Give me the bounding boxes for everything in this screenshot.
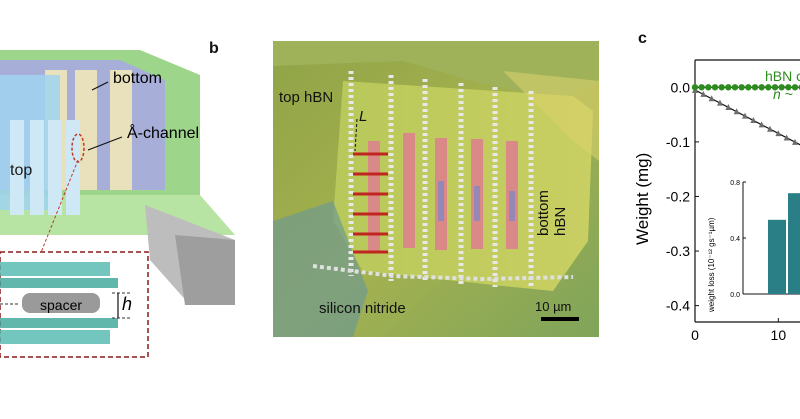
data-point-gray	[792, 138, 798, 145]
data-point-gray	[775, 130, 782, 137]
y-tick-label: -0.1	[666, 134, 690, 150]
inset-y-tick-label: 0.8	[730, 180, 740, 187]
silicon-nitride-label: silicon nitride	[319, 300, 406, 317]
fit-line-gray	[694, 89, 800, 146]
top-label: top	[10, 162, 33, 179]
L-label: L	[359, 108, 368, 125]
data-point-green	[705, 84, 712, 91]
y-tick-label: -0.2	[666, 188, 690, 204]
data-point-green	[711, 84, 719, 91]
bottom-label: bottom	[113, 70, 162, 87]
y-axis-label: Weight (mg)	[633, 152, 652, 245]
data-point-green	[725, 84, 732, 91]
x-tick-label: 10	[771, 327, 787, 343]
data-point-gray	[733, 108, 740, 115]
data-point-green	[738, 84, 745, 91]
inset-y-label: weight loss (10⁻¹² gs⁻¹µm)	[707, 217, 716, 312]
weight-chart: 0.0 -0.1 -0.2 -0.3 -0.40 10 0.0 0.4 0.8	[666, 59, 800, 343]
inset-y-tick-label: 0.0	[730, 292, 740, 299]
data-point-green	[745, 84, 752, 91]
data-point-gray	[742, 112, 748, 119]
panel-b-letter: b	[209, 40, 219, 57]
data-point-green	[758, 84, 765, 91]
data-point-green	[731, 84, 739, 91]
data-point-gray	[767, 125, 773, 132]
data-point-green	[778, 84, 785, 91]
y-tick-label: 0.0	[671, 79, 691, 95]
spacer-label: spacer	[40, 297, 83, 313]
top-hbn-label: top hBN	[279, 89, 334, 106]
inset-bar	[788, 193, 800, 294]
data-point-green	[698, 84, 705, 91]
data-point-gray	[750, 117, 757, 124]
channel-label: Å-channel	[127, 125, 200, 142]
y-tick-label: -0.4	[666, 298, 690, 314]
data-point-gray	[708, 95, 715, 102]
device-schematic-drawing	[0, 50, 235, 358]
data-point-gray	[758, 121, 765, 128]
inset-y-tick-label: 0.4	[730, 236, 740, 243]
data-point-green	[765, 84, 772, 91]
optical-micrograph	[273, 41, 599, 337]
data-point-green	[691, 84, 699, 91]
scale-bar-label: 10 µm	[535, 299, 572, 314]
inset-bar	[768, 219, 786, 294]
panel-a-device-schematic: bottom Å-channel top spacer h	[0, 0, 235, 419]
data-point-green	[791, 84, 799, 91]
legend-text: hBN c	[765, 68, 800, 84]
panel-b-micrograph: top hBN L bottom hBN silicon nitride 10 …	[273, 41, 599, 337]
data-point-green	[771, 84, 779, 91]
data-point-green	[718, 84, 725, 91]
bottom-hbn-label: bottom hBN	[535, 190, 569, 236]
data-point-gray	[725, 103, 732, 110]
legend-sub: n ~	[773, 86, 793, 102]
x-tick-label: 0	[691, 327, 699, 343]
data-point-gray	[700, 90, 707, 97]
h-label: h	[122, 294, 133, 314]
data-point-green	[785, 84, 792, 91]
data-point-gray	[717, 99, 723, 106]
data-point-green	[751, 84, 759, 91]
data-point-gray	[783, 134, 790, 141]
y-tick-label: -0.3	[666, 243, 690, 259]
panel-c-letter: c	[638, 30, 647, 47]
